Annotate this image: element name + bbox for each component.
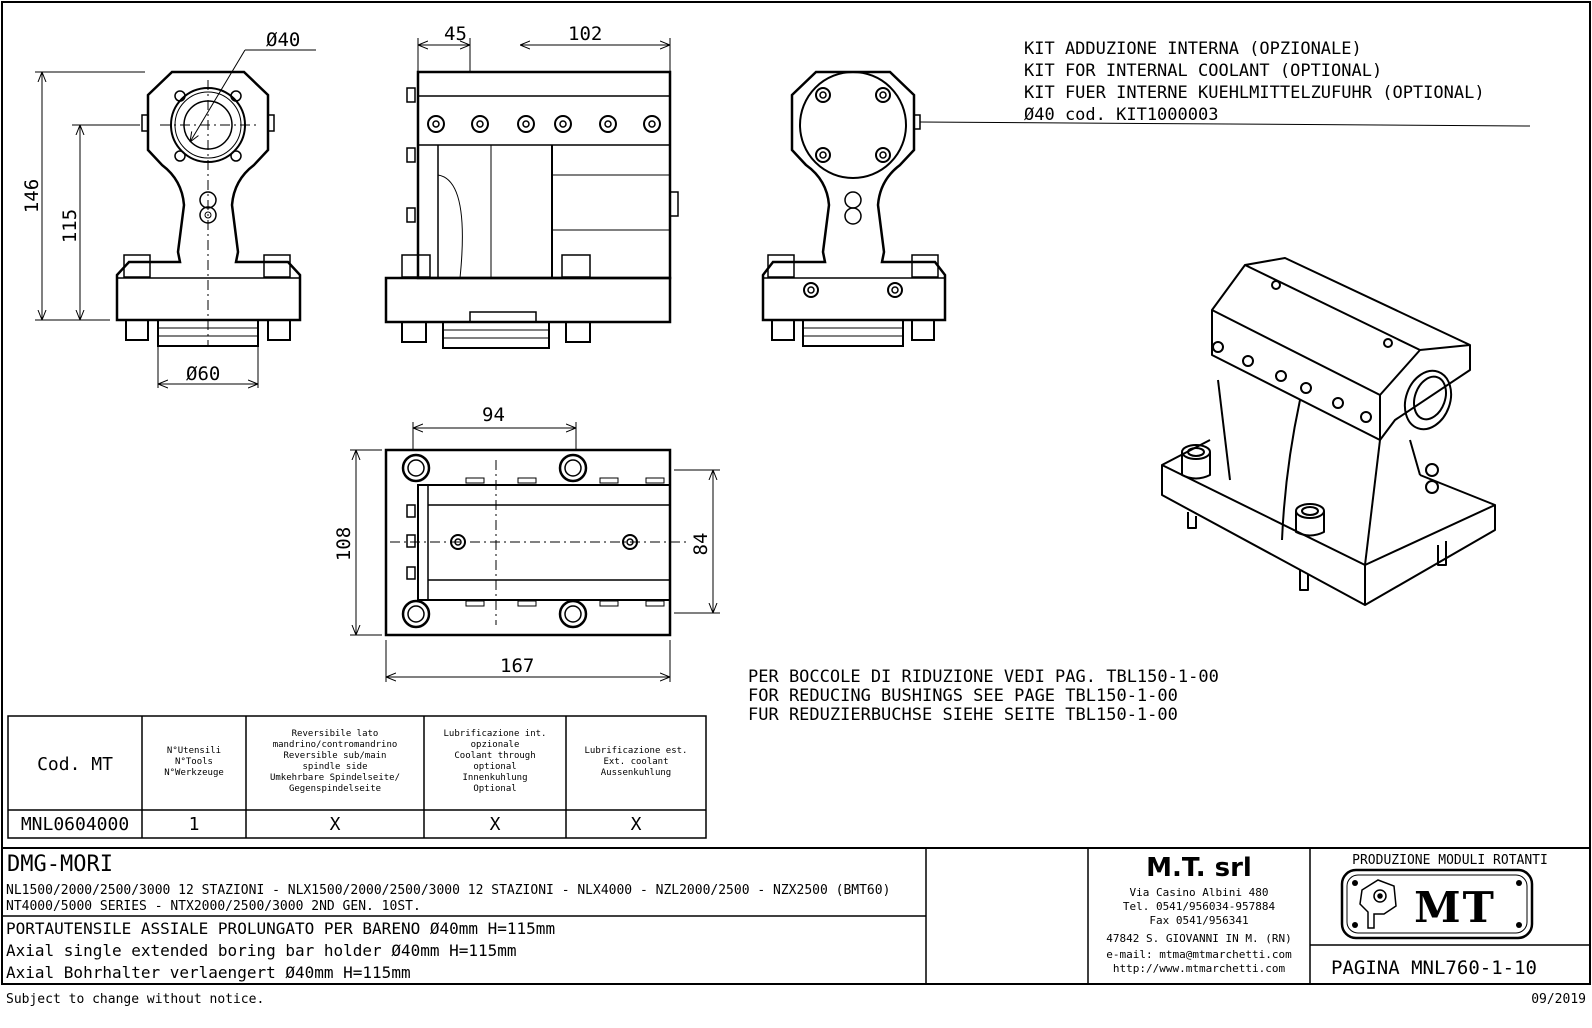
table-header-reversible-line: Reversibile lato bbox=[292, 729, 379, 739]
footer-date: 09/2019 bbox=[1531, 992, 1586, 1007]
table-header-int-coolant: Lubrificazione int. opzionale Coolant th… bbox=[444, 729, 547, 794]
company-address: Via Casino Albini 480 Tel. 0541/956034-9… bbox=[1106, 886, 1292, 975]
table-header-tools: N°Utensili N°Tools N°Werkzeuge bbox=[164, 746, 224, 778]
sheet-border bbox=[1, 1, 1591, 985]
logo-screw-icon bbox=[1516, 880, 1522, 886]
dim-top-width-total: 108 bbox=[333, 527, 355, 561]
dim-side-offset: 45 bbox=[444, 23, 467, 45]
company-address-line: Fax 0541/956341 bbox=[1149, 914, 1248, 927]
table-header-ext-coolant-line: Aussenkuhlung bbox=[601, 768, 671, 778]
table-cell-reversible: X bbox=[330, 814, 341, 835]
table-header-ext-coolant-line: Lubrificazione est. bbox=[585, 746, 688, 756]
table-header-int-coolant-line: Optional bbox=[473, 784, 516, 794]
logo-text: MT bbox=[1414, 883, 1496, 932]
isometric-view bbox=[1161, 257, 1496, 606]
dim-front-height-axis: 115 bbox=[59, 209, 81, 243]
table-cell-tools: 1 bbox=[189, 814, 200, 835]
table-header-code: Cod. MT bbox=[37, 754, 113, 775]
coolant-note-line-de: KIT FUER INTERNE KUEHLMITTELZUFUHR (OPTI… bbox=[1024, 83, 1485, 103]
coolant-kit-note: KIT ADDUZIONE INTERNA (OPZIONALE) KIT FO… bbox=[1024, 39, 1485, 125]
logo-screw-icon bbox=[1516, 922, 1522, 928]
logo-screw-icon bbox=[1352, 922, 1358, 928]
dim-top-width-inner: 84 bbox=[690, 533, 712, 556]
front-view bbox=[35, 49, 316, 388]
table-header-reversible: Reversibile lato mandrino/contromandrino… bbox=[270, 729, 400, 794]
table-cell-int-coolant: X bbox=[490, 814, 501, 835]
table-header-reversible-line: mandrino/contromandrino bbox=[273, 740, 398, 750]
table-header-tools-line: N°Werkzeuge bbox=[164, 768, 224, 778]
coolant-note-line-en: KIT FOR INTERNAL COOLANT (OPTIONAL) bbox=[1024, 61, 1382, 81]
table-header-reversible-line: Umkehrbare Spindelseite/ bbox=[270, 773, 400, 783]
company-address-line: 47842 S. GIOVANNI IN M. (RN) bbox=[1106, 932, 1291, 945]
table-cell-code: MNL0604000 bbox=[21, 814, 129, 835]
bushing-note-line-en: FOR REDUCING BUSHINGS SEE PAGE TBL150-1-… bbox=[748, 686, 1178, 706]
machine-series-line-1: NL1500/2000/2500/3000 12 STAZIONI - NLX1… bbox=[6, 883, 890, 898]
dim-side-length: 102 bbox=[568, 23, 602, 45]
table-header-int-coolant-line: Lubrificazione int. bbox=[444, 729, 547, 739]
bushing-note-line-it: PER BOCCOLE DI RIDUZIONE VEDI PAG. TBL15… bbox=[748, 667, 1219, 687]
machine-brand: DMG-MORI bbox=[7, 852, 113, 877]
division-label: PRODUZIONE MODULI ROTANTI bbox=[1352, 853, 1548, 868]
company-address-line: http://www.mtmarchetti.com bbox=[1113, 962, 1286, 975]
description-english: Axial single extended boring bar holder … bbox=[6, 941, 517, 960]
footer-disclaimer: Subject to change without notice. bbox=[6, 992, 264, 1007]
dim-front-shank: Ø60 bbox=[186, 363, 220, 385]
company-address-line: Tel. 0541/956034-957884 bbox=[1123, 900, 1276, 913]
rear-view bbox=[761, 70, 1531, 347]
table-header-ext-coolant: Lubrificazione est. Ext. coolant Aussenk… bbox=[585, 746, 688, 778]
dim-top-axis-spacing: 94 bbox=[482, 404, 505, 426]
machine-series-line-2: NT4000/5000 SERIES - NTX2000/2500/3000 2… bbox=[6, 899, 421, 914]
mt-logo: MT bbox=[1340, 868, 1534, 940]
table-header-int-coolant-line: Coolant through bbox=[454, 751, 535, 761]
company-address-line: e-mail: mtma@mtmarchetti.com bbox=[1106, 948, 1292, 961]
logo-screw-icon bbox=[1352, 880, 1358, 886]
table-header-reversible-line: Reversible sub/main bbox=[284, 751, 387, 761]
top-view bbox=[350, 422, 720, 682]
table-header-ext-coolant-line: Ext. coolant bbox=[603, 757, 668, 767]
table-cell-ext-coolant: X bbox=[631, 814, 642, 835]
table-header-reversible-line: spindle side bbox=[302, 762, 367, 772]
page-label: PAGINA MNL760-1-10 bbox=[1331, 957, 1537, 979]
coolant-note-line-code: Ø40 cod. KIT1000003 bbox=[1024, 105, 1218, 125]
table-header-int-coolant-line: Innenkuhlung bbox=[462, 773, 527, 783]
company-address-line: Via Casino Albini 480 bbox=[1129, 886, 1268, 899]
spec-table bbox=[7, 715, 707, 839]
table-header-int-coolant-line: optional bbox=[473, 762, 516, 772]
company-name: M.T. srl bbox=[1146, 853, 1252, 883]
dim-top-length: 167 bbox=[500, 655, 534, 677]
table-header-tools-line: N°Utensili bbox=[167, 746, 221, 756]
dim-front-bore: Ø40 bbox=[266, 29, 300, 51]
description-italian: PORTAUTENSILE ASSIALE PROLUNGATO PER BAR… bbox=[6, 919, 555, 938]
coolant-note-line-it: KIT ADDUZIONE INTERNA (OPZIONALE) bbox=[1024, 39, 1362, 59]
table-header-int-coolant-line: opzionale bbox=[471, 740, 520, 750]
tool-holder-icon bbox=[1359, 879, 1397, 929]
table-header-tools-line: N°Tools bbox=[175, 757, 213, 767]
title-block bbox=[2, 847, 1590, 985]
bushing-note-line-de: FUR REDUZIERBUCHSE SIEHE SEITE TBL150-1-… bbox=[748, 705, 1178, 725]
bushing-note: PER BOCCOLE DI RIDUZIONE VEDI PAG. TBL15… bbox=[748, 667, 1219, 725]
side-view bbox=[384, 38, 679, 349]
dim-front-height-total: 146 bbox=[21, 179, 43, 213]
table-header-reversible-line: Gegenspindelseite bbox=[289, 784, 381, 794]
description-german: Axial Bohrhalter verlaengert Ø40mm H=115… bbox=[6, 963, 411, 982]
